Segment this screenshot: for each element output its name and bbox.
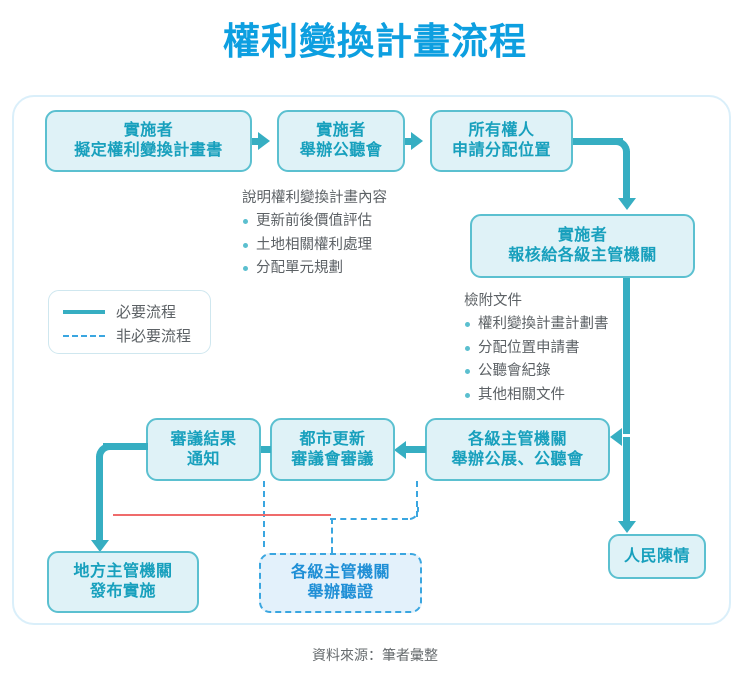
dashed-conn-n5-down xyxy=(416,481,418,517)
note-item: 公聽會紀錄 xyxy=(462,360,692,383)
node-line-2: 舉辦公展、公聽會 xyxy=(451,450,584,468)
node-authority-exhibition-hearing[interactable]: 各級主管機關 舉辦公展、公聽會 xyxy=(425,418,610,481)
conn-n2-to-n3 xyxy=(405,137,415,145)
note-heading: 檢附文件 xyxy=(464,293,522,309)
conn-n3-right xyxy=(573,137,623,145)
arrow-into-petition xyxy=(617,521,636,533)
node-implementer-public-hearing[interactable]: 實施者 舉辦公聽會 xyxy=(277,110,405,172)
legend-box: 必要流程 非必要流程 xyxy=(48,290,211,354)
node-authority-hold-hearing[interactable]: 各級主管機關 舉辦聽證 xyxy=(259,553,422,613)
page-title: 權利變換計畫流程 xyxy=(223,21,527,62)
node-line-1: 各級主管機關 xyxy=(290,564,390,581)
node-implementer-draft-plan[interactable]: 實施者 擬定權利變換計畫書 xyxy=(45,110,252,172)
conn-n7-down xyxy=(96,456,103,542)
source-caption: 資料來源：筆者彙整 xyxy=(312,647,438,663)
arrow-into-n8 xyxy=(90,540,109,552)
note-item: 分配位置申請書 xyxy=(462,337,692,360)
node-line-1: 實施者 xyxy=(316,122,366,139)
arrow-into-n5 xyxy=(610,428,622,446)
node-implementer-submit-authority[interactable]: 實施者 報核給各級主管機關 xyxy=(470,214,695,278)
node-line-1: 實施者 xyxy=(557,227,608,244)
conn-to-petition xyxy=(623,437,630,523)
dashed-corner-n5 xyxy=(406,507,419,520)
conn-n1-to-n2 xyxy=(252,137,262,145)
node-line-1: 審議結果 xyxy=(170,430,237,448)
corner-n7-down xyxy=(96,443,117,464)
node-line-2: 通知 xyxy=(186,450,220,468)
conn-n7-left xyxy=(103,443,148,450)
node-line-2: 舉辦聽證 xyxy=(307,584,374,601)
note-list: 權利變換計畫計劃書 分配位置申請書 公聽會紀錄 其他相關文件 xyxy=(462,313,692,407)
node-owner-apply-position[interactable]: 所有權人 申請分配位置 xyxy=(430,110,573,172)
legend-row-required: 必要流程 xyxy=(63,301,176,322)
node-line-2: 申請分配位置 xyxy=(451,142,551,159)
node-line-1: 都市更新 xyxy=(299,430,366,448)
note-heading: 說明權利變換計畫內容 xyxy=(242,190,387,206)
conn-n4-down xyxy=(623,278,630,434)
node-line-2: 發布實施 xyxy=(89,583,156,600)
node-line-1: 實施者 xyxy=(123,122,174,139)
node-line-1: 各級主管機關 xyxy=(467,430,567,448)
legend-solid-line-icon xyxy=(63,309,105,314)
arrow-n1-to-n2 xyxy=(258,132,270,150)
node-review-result-notice[interactable]: 審議結果 通知 xyxy=(146,418,261,481)
corner-n3-down xyxy=(609,137,630,159)
node-line-1: 所有權人 xyxy=(468,122,535,139)
note-item: 權利變換計畫計劃書 xyxy=(462,313,692,336)
node-line-1: 人民陳情 xyxy=(623,547,690,565)
legend-dashed-line-icon xyxy=(63,334,105,337)
node-line-2: 舉辦公聽會 xyxy=(299,142,383,159)
legend-row-optional: 非必要流程 xyxy=(63,325,191,346)
node-local-authority-publish[interactable]: 地方主管機關 發布實施 xyxy=(47,551,199,613)
note-item: 更新前後價值評估 xyxy=(240,210,470,233)
node-urban-renewal-review[interactable]: 都市更新 審議會審議 xyxy=(270,418,395,481)
node-line-2: 擬定權利變換計畫書 xyxy=(74,142,223,159)
conn-n3-down xyxy=(623,151,630,199)
dashed-conn-down-to-n9 xyxy=(331,518,333,553)
arrow-n2-to-n3 xyxy=(411,132,423,150)
arrow-n5-to-n6 xyxy=(394,440,406,459)
legend-label: 非必要流程 xyxy=(116,328,192,345)
conn-n6-to-n7 xyxy=(253,446,271,453)
legend-label: 必要流程 xyxy=(116,304,177,321)
dashed-conn-horizontal xyxy=(330,518,408,520)
node-public-petition[interactable]: 人民陳情 xyxy=(608,534,706,579)
red-divider-line xyxy=(113,514,331,516)
node-line-1: 地方主管機關 xyxy=(73,563,173,580)
arrow-into-n4 xyxy=(617,198,636,210)
note-item: 其他相關文件 xyxy=(462,384,692,407)
conn-n5-to-n6 xyxy=(404,446,426,453)
node-line-2: 報核給各級主管機關 xyxy=(508,247,657,264)
note-list: 更新前後價值評估 土地相關權利處理 分配單元規劃 xyxy=(240,210,470,280)
note-attached-documents: 檢附文件 權利變換計畫計劃書 分配位置申請書 公聽會紀錄 其他相關文件 xyxy=(462,290,692,407)
note-item: 分配單元規劃 xyxy=(240,257,470,280)
note-item: 土地相關權利處理 xyxy=(240,234,470,257)
note-plan-contents: 說明權利變換計畫內容 更新前後價值評估 土地相關權利處理 分配單元規劃 xyxy=(240,187,470,281)
node-line-2: 審議會審議 xyxy=(291,450,374,468)
